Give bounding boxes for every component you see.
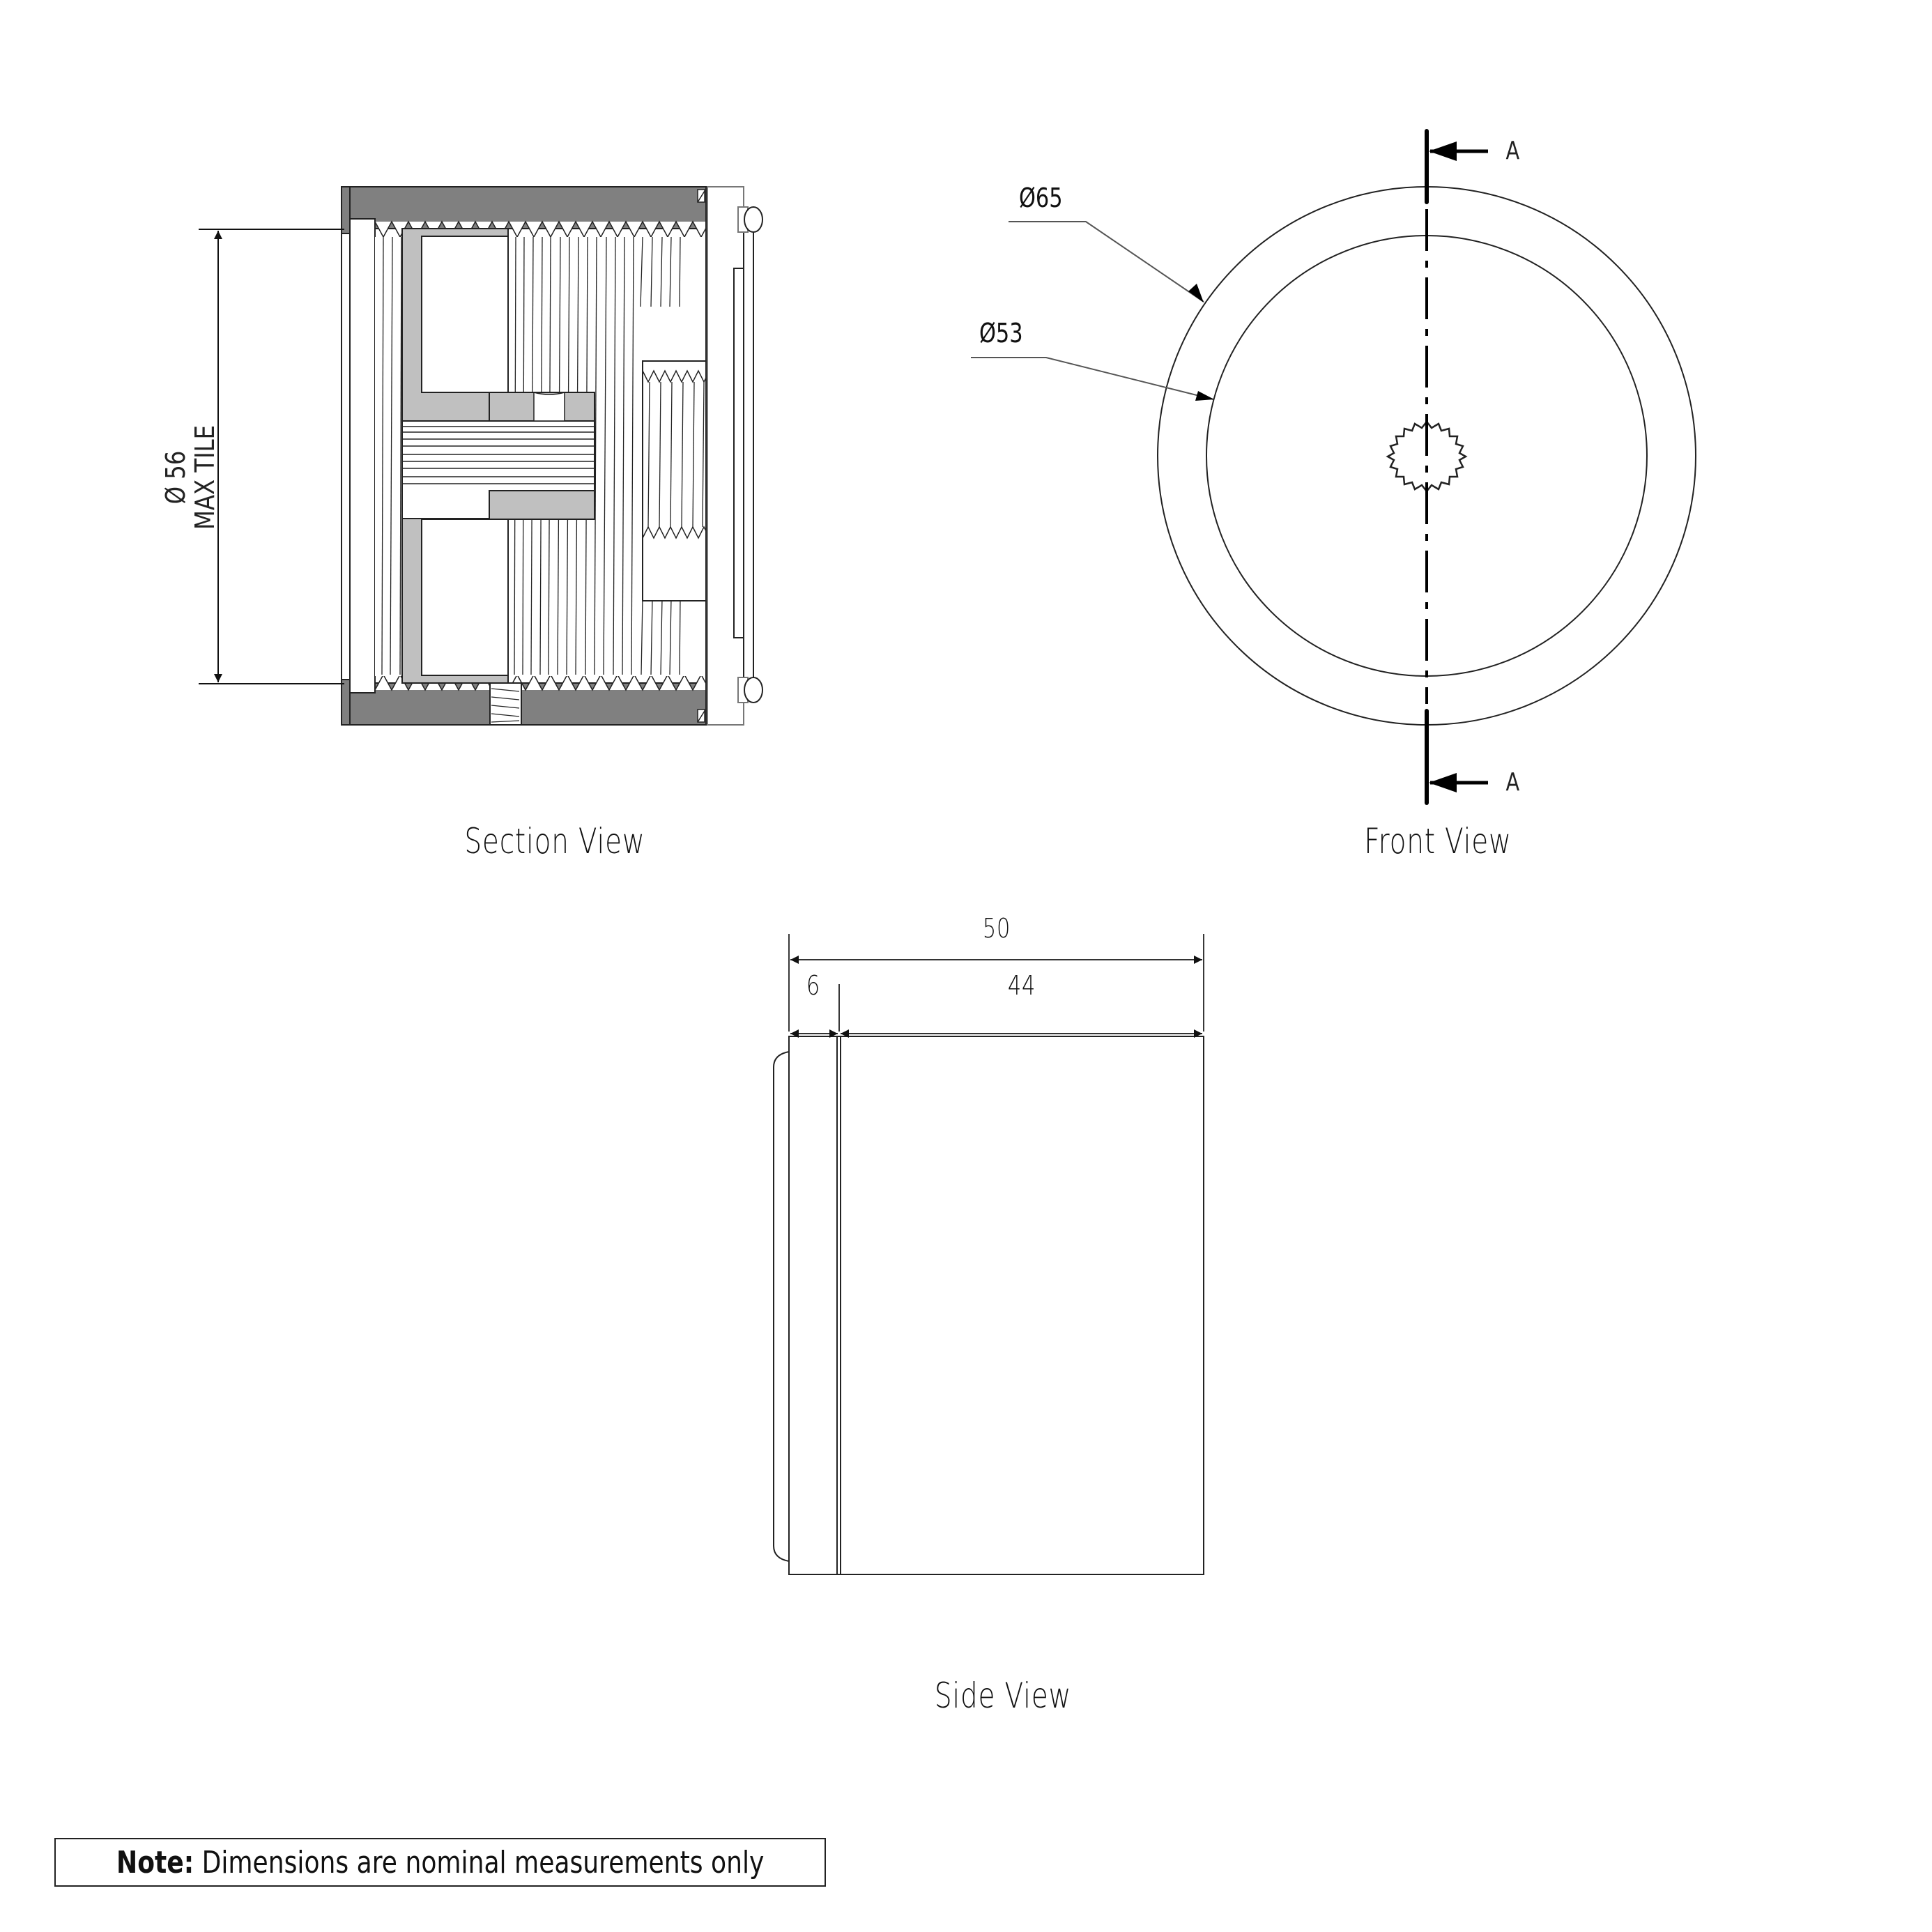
side-view-title: Side View bbox=[934, 1676, 1072, 1716]
dimension-diameter-56 bbox=[199, 229, 344, 684]
front-view-drawing bbox=[971, 129, 1696, 805]
dimension-flange-6: 6 bbox=[806, 970, 821, 1001]
section-marker-bottom: A bbox=[1505, 768, 1520, 797]
section-view-drawing bbox=[341, 186, 763, 726]
section-view-title: Section View bbox=[464, 821, 645, 861]
max-tile-note: MAX TILE bbox=[189, 424, 220, 530]
diameter-56-label: Ø 56 MAX TILE bbox=[160, 424, 220, 530]
section-marker-top: A bbox=[1505, 137, 1520, 165]
front-view-title: Front View bbox=[1364, 821, 1512, 861]
diameter-65-label: Ø65 bbox=[1019, 183, 1063, 213]
diameter-56-value: Ø 56 bbox=[160, 450, 191, 505]
dimension-body-44: 44 bbox=[1007, 970, 1036, 1001]
side-view-drawing bbox=[773, 934, 1204, 1575]
note-box: Note: Dimensions are nominal measurement… bbox=[54, 1838, 826, 1887]
note-bold-label: Note: bbox=[116, 1844, 194, 1880]
note-body: Dimensions are nominal measurements only bbox=[193, 1844, 765, 1880]
diameter-53-label: Ø53 bbox=[979, 318, 1023, 348]
note-text: Note: Dimensions are nominal measurement… bbox=[116, 1845, 764, 1880]
dimension-overall-50: 50 bbox=[982, 913, 1011, 944]
